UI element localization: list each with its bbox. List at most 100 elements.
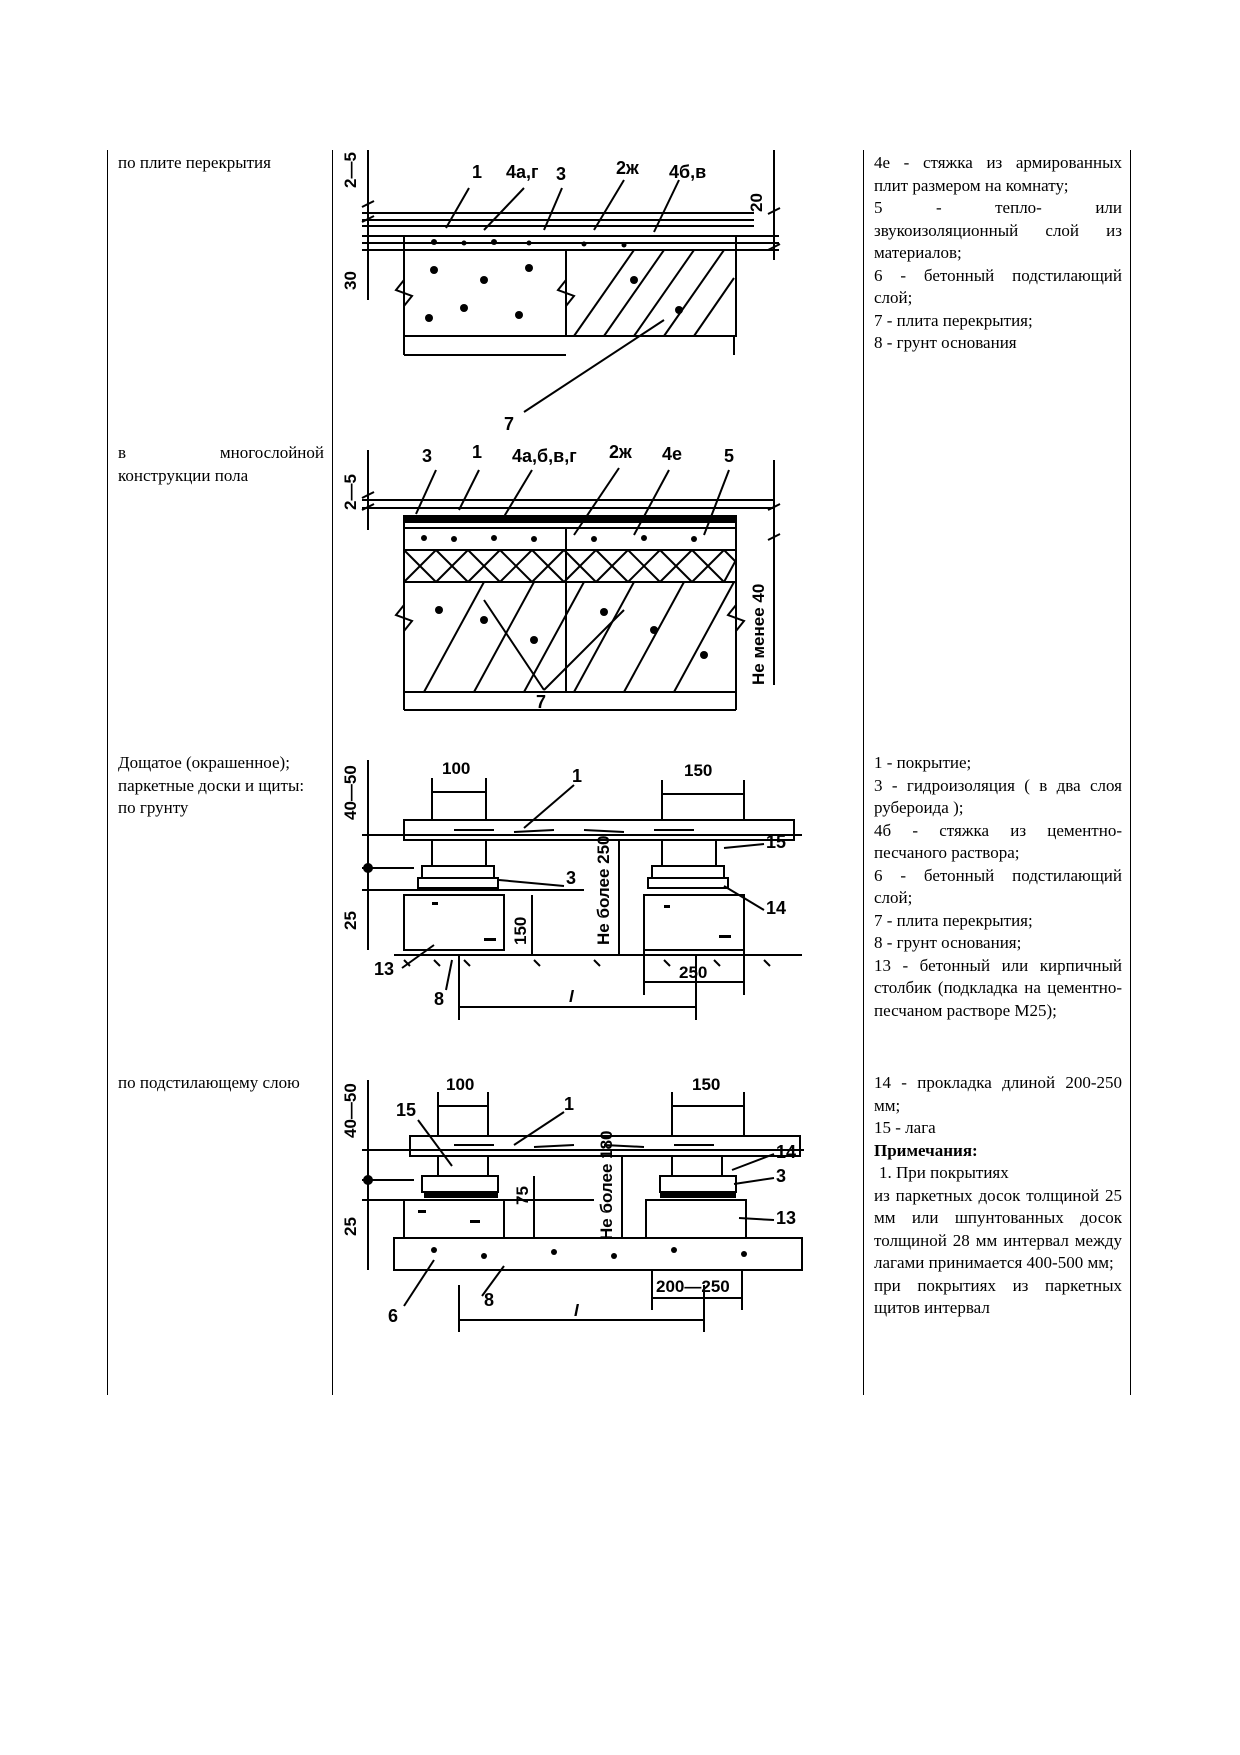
legend-cell: 1 - покрытие; 3 - гидроизоляция ( в два …	[863, 750, 1131, 1070]
row-label: по плите перекрытия	[108, 150, 332, 175]
leader-label: 13	[776, 1208, 796, 1228]
drawing-multilayer-floor: 3 1 4а,б,в,г 2ж 4е 5 7 2—5 Не менее 40	[341, 442, 781, 712]
leader-label: 15	[396, 1100, 416, 1120]
leader-label: 1	[564, 1094, 574, 1114]
row-label: Дощатое (окрашенное); паркетные доски и …	[108, 750, 332, 820]
note-item: из паркетных досок толщиной 25 мм или шп…	[874, 1185, 1122, 1273]
legend-item: 4б - стяжка из цементно-песчаного раство…	[874, 820, 1122, 863]
leader-label: 6	[388, 1306, 398, 1326]
dim-label: 200—250	[656, 1277, 730, 1296]
label-line: по подстилающему слою	[118, 1073, 300, 1092]
leader-label: 14	[766, 898, 786, 918]
dim-label: 2—5	[341, 152, 360, 188]
dim-label: 25	[341, 1217, 360, 1236]
leader-label: 5	[724, 446, 734, 466]
leader-label: 4а,г	[506, 162, 539, 182]
drawing-cell: 1 15 3 14 13 8 100 150 40—50 25 150 Не б…	[332, 750, 864, 1070]
dim-label: 40—50	[341, 765, 360, 820]
dim-label: 2—5	[341, 474, 360, 510]
legend-item: 5 - тепло- или звукоизоляционный слой из…	[874, 198, 1122, 262]
dim-label: 40—50	[341, 1083, 360, 1138]
legend-cell: 14 - прокладка длиной 200-250 мм; 15 - л…	[863, 1070, 1131, 1395]
label-line: в многослойной конструкции пола	[118, 443, 324, 485]
layout-table: по плите перекрытия	[107, 150, 1131, 1395]
dim-label: 75	[513, 1186, 532, 1205]
drawing-cell: 1 4а,г 3 2ж 4б,в 7 2—5 30 20	[332, 150, 864, 440]
dim-label: 30	[341, 271, 360, 290]
drawing-on-underlayer: 15 1 14 3 13 6 8 100 150 40—50 25 75 Не …	[341, 1075, 804, 1332]
leader-label: 8	[434, 989, 444, 1009]
dim-label: 100	[442, 759, 470, 778]
leader-label: 15	[766, 832, 786, 852]
dim-label: 150	[692, 1075, 720, 1094]
legend-item: 13 - бетонный или кирпичный столбик (под…	[874, 955, 1122, 1020]
row-label: в многослойной конструкции пола	[108, 440, 332, 487]
drawing-cell: 15 1 14 3 13 6 8 100 150 40—50 25 75 Не …	[332, 1070, 864, 1395]
row-on-underlayer: по подстилающему слою	[107, 1070, 1131, 1395]
dim-label: 25	[341, 911, 360, 930]
leader-label: 7	[536, 692, 546, 712]
leader-label: 4а,б,в,г	[512, 446, 577, 466]
row-label-cell: в многослойной конструкции пола	[107, 440, 333, 750]
leader-label: 4е	[662, 444, 682, 464]
leader-label: 4б,в	[669, 162, 706, 182]
note-item: при покрытиях из паркетных щитов интерва…	[874, 1275, 1122, 1318]
dim-label: 150	[684, 761, 712, 780]
legend	[864, 440, 1130, 442]
label-line: Дощатое (окрашенное);	[118, 753, 290, 772]
row-label-cell: по плите перекрытия	[107, 150, 333, 440]
legend-item: 4е - стяжка из армированных плит размеро…	[874, 153, 1122, 195]
dim-label: 250	[679, 963, 707, 982]
legend-item: 8 - грунт основания;	[874, 933, 1022, 952]
dim-label: Не более 180	[597, 1131, 616, 1241]
leader-label: 2ж	[609, 442, 632, 462]
legend-item: 14 - прокладка длиной 200-250 мм;	[874, 1073, 1122, 1115]
leader-label: 8	[484, 1290, 494, 1310]
leader-label: 2ж	[616, 158, 639, 178]
row-label-cell: по подстилающему слою	[107, 1070, 333, 1395]
leader-label: 14	[776, 1142, 796, 1162]
drawing-plank-on-ground: 1 15 3 14 13 8 100 150 40—50 25 150 Не б…	[341, 759, 802, 1020]
leader-label: 3	[776, 1166, 786, 1186]
leader-label: 13	[374, 959, 394, 979]
dim-label: Не менее 40	[749, 584, 768, 685]
dim-label: 100	[446, 1075, 474, 1094]
legend-item: 3 - гидроизоляция ( в два слоя рубероида…	[874, 775, 1122, 818]
legend: 1 - покрытие; 3 - гидроизоляция ( в два …	[864, 750, 1130, 1022]
legend-cell: 4е - стяжка из армированных плит размеро…	[863, 150, 1131, 440]
leader-label: 1	[572, 766, 582, 786]
row-label-cell: Дощатое (окрашенное); паркетные доски и …	[107, 750, 333, 1070]
notes-title: Примечания:	[874, 1140, 978, 1160]
dim-label: 150	[511, 917, 530, 945]
row-label: по подстилающему слою	[108, 1070, 332, 1095]
legend-item: 6 - бетонный подстилающий слой;	[874, 265, 1122, 308]
legend-item: 6 - бетонный подстилающий слой;	[874, 865, 1122, 908]
legend-item: 7 - плита перекрытия;	[874, 910, 1033, 930]
row-multilayer: в многослойной конструкции пола	[107, 440, 1131, 750]
dim-label: l	[574, 1301, 580, 1320]
legend-item: 1 - покрытие;	[874, 753, 972, 772]
dim-label: l	[569, 987, 575, 1006]
legend-cell	[863, 440, 1131, 750]
legend: 4е - стяжка из армированных плит размеро…	[864, 150, 1130, 355]
leader-label: 7	[504, 414, 514, 434]
leader-label: 3	[566, 868, 576, 888]
label-line: паркетные доски и щиты:	[118, 775, 305, 795]
label-line: по плите перекрытия	[118, 153, 271, 172]
dim-label: 20	[747, 193, 766, 212]
note-item: 1. При покрытиях	[879, 1163, 1009, 1182]
leader-label: 3	[556, 164, 566, 184]
leader-label: 3	[422, 446, 432, 466]
legend-item: 7 - плита перекрытия;	[874, 310, 1033, 330]
leader-label: 1	[472, 442, 482, 462]
label-line: по грунту	[118, 798, 189, 817]
legend-item: 8 - грунт основания	[874, 333, 1017, 352]
drawing-slab-floor: 1 4а,г 3 2ж 4б,в 7 2—5 30 20	[341, 150, 781, 434]
drawing-cell: 3 1 4а,б,в,г 2ж 4е 5 7 2—5 Не менее 40	[332, 440, 864, 750]
leader-label: 1	[472, 162, 482, 182]
legend-item: 15 - лага	[874, 1118, 936, 1137]
dim-label: Не более 250	[594, 836, 613, 946]
row-floor-slab: по плите перекрытия	[107, 150, 1131, 440]
row-plank-on-ground: Дощатое (окрашенное); паркетные доски и …	[107, 750, 1131, 1070]
legend: 14 - прокладка длиной 200-250 мм; 15 - л…	[864, 1070, 1130, 1320]
